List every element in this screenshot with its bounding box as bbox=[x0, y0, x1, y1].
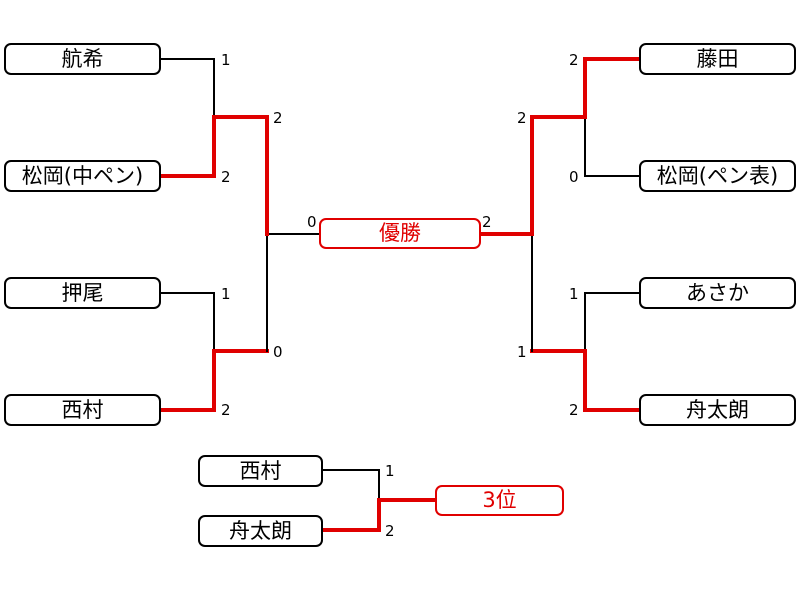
line-l-qf1-b bbox=[158, 115, 269, 178]
player-box-3rd-a: 西村 bbox=[198, 455, 323, 487]
player-box-right-qf1-b: 松岡(ペン表) bbox=[639, 160, 796, 192]
score-right-sf-b: 1 bbox=[517, 343, 527, 361]
player-box-left-qf1-a: 航希 bbox=[4, 43, 161, 75]
player-box-3rd-b: 舟太朗 bbox=[198, 515, 323, 547]
third-place-box: 3位 bbox=[435, 485, 564, 516]
line-3rd-a bbox=[321, 469, 380, 501]
line-l-qf2-a bbox=[159, 292, 215, 352]
score-left-sf-a: 2 bbox=[273, 109, 283, 127]
score-left-qf2-a: 1 bbox=[221, 285, 231, 303]
player-box-right-qf2-b: 舟太朗 bbox=[639, 394, 796, 426]
score-3rd-a: 1 bbox=[385, 462, 395, 480]
score-3rd-b: 2 bbox=[385, 522, 395, 540]
player-box-left-qf2-a: 押尾 bbox=[4, 277, 161, 309]
player-box-left-qf2-b: 西村 bbox=[4, 394, 161, 426]
score-right-qf1-a: 2 bbox=[569, 51, 579, 69]
line-l-qf1-a bbox=[159, 58, 215, 118]
score-left-sf-b: 0 bbox=[273, 343, 283, 361]
line-r-sf-a bbox=[478, 115, 534, 236]
score-right-qf2-a: 1 bbox=[569, 285, 579, 303]
score-left-qf1-a: 1 bbox=[221, 51, 231, 69]
line-r-qf1-b bbox=[584, 116, 641, 177]
champion-box: 優勝 bbox=[319, 218, 481, 249]
score-right-qf1-b: 0 bbox=[569, 168, 579, 186]
score-final-left: 0 bbox=[307, 213, 317, 231]
line-r-qf2-a bbox=[584, 292, 641, 352]
score-final-right: 2 bbox=[482, 213, 492, 231]
score-right-qf2-b: 2 bbox=[569, 401, 579, 419]
line-l-sf-b bbox=[266, 233, 321, 352]
line-r-qf2-b bbox=[530, 349, 642, 412]
player-box-left-qf1-b: 松岡(中ペン) bbox=[4, 160, 161, 192]
score-left-qf1-b: 2 bbox=[221, 168, 231, 186]
player-box-right-qf2-a: あさか bbox=[639, 277, 796, 309]
line-l-qf2-b bbox=[158, 349, 269, 412]
score-left-qf2-b: 2 bbox=[221, 401, 231, 419]
score-right-sf-a: 2 bbox=[517, 109, 527, 127]
line-3rd-b bbox=[320, 498, 438, 532]
line-r-qf1-a bbox=[530, 57, 642, 119]
player-box-right-qf1-a: 藤田 bbox=[639, 43, 796, 75]
